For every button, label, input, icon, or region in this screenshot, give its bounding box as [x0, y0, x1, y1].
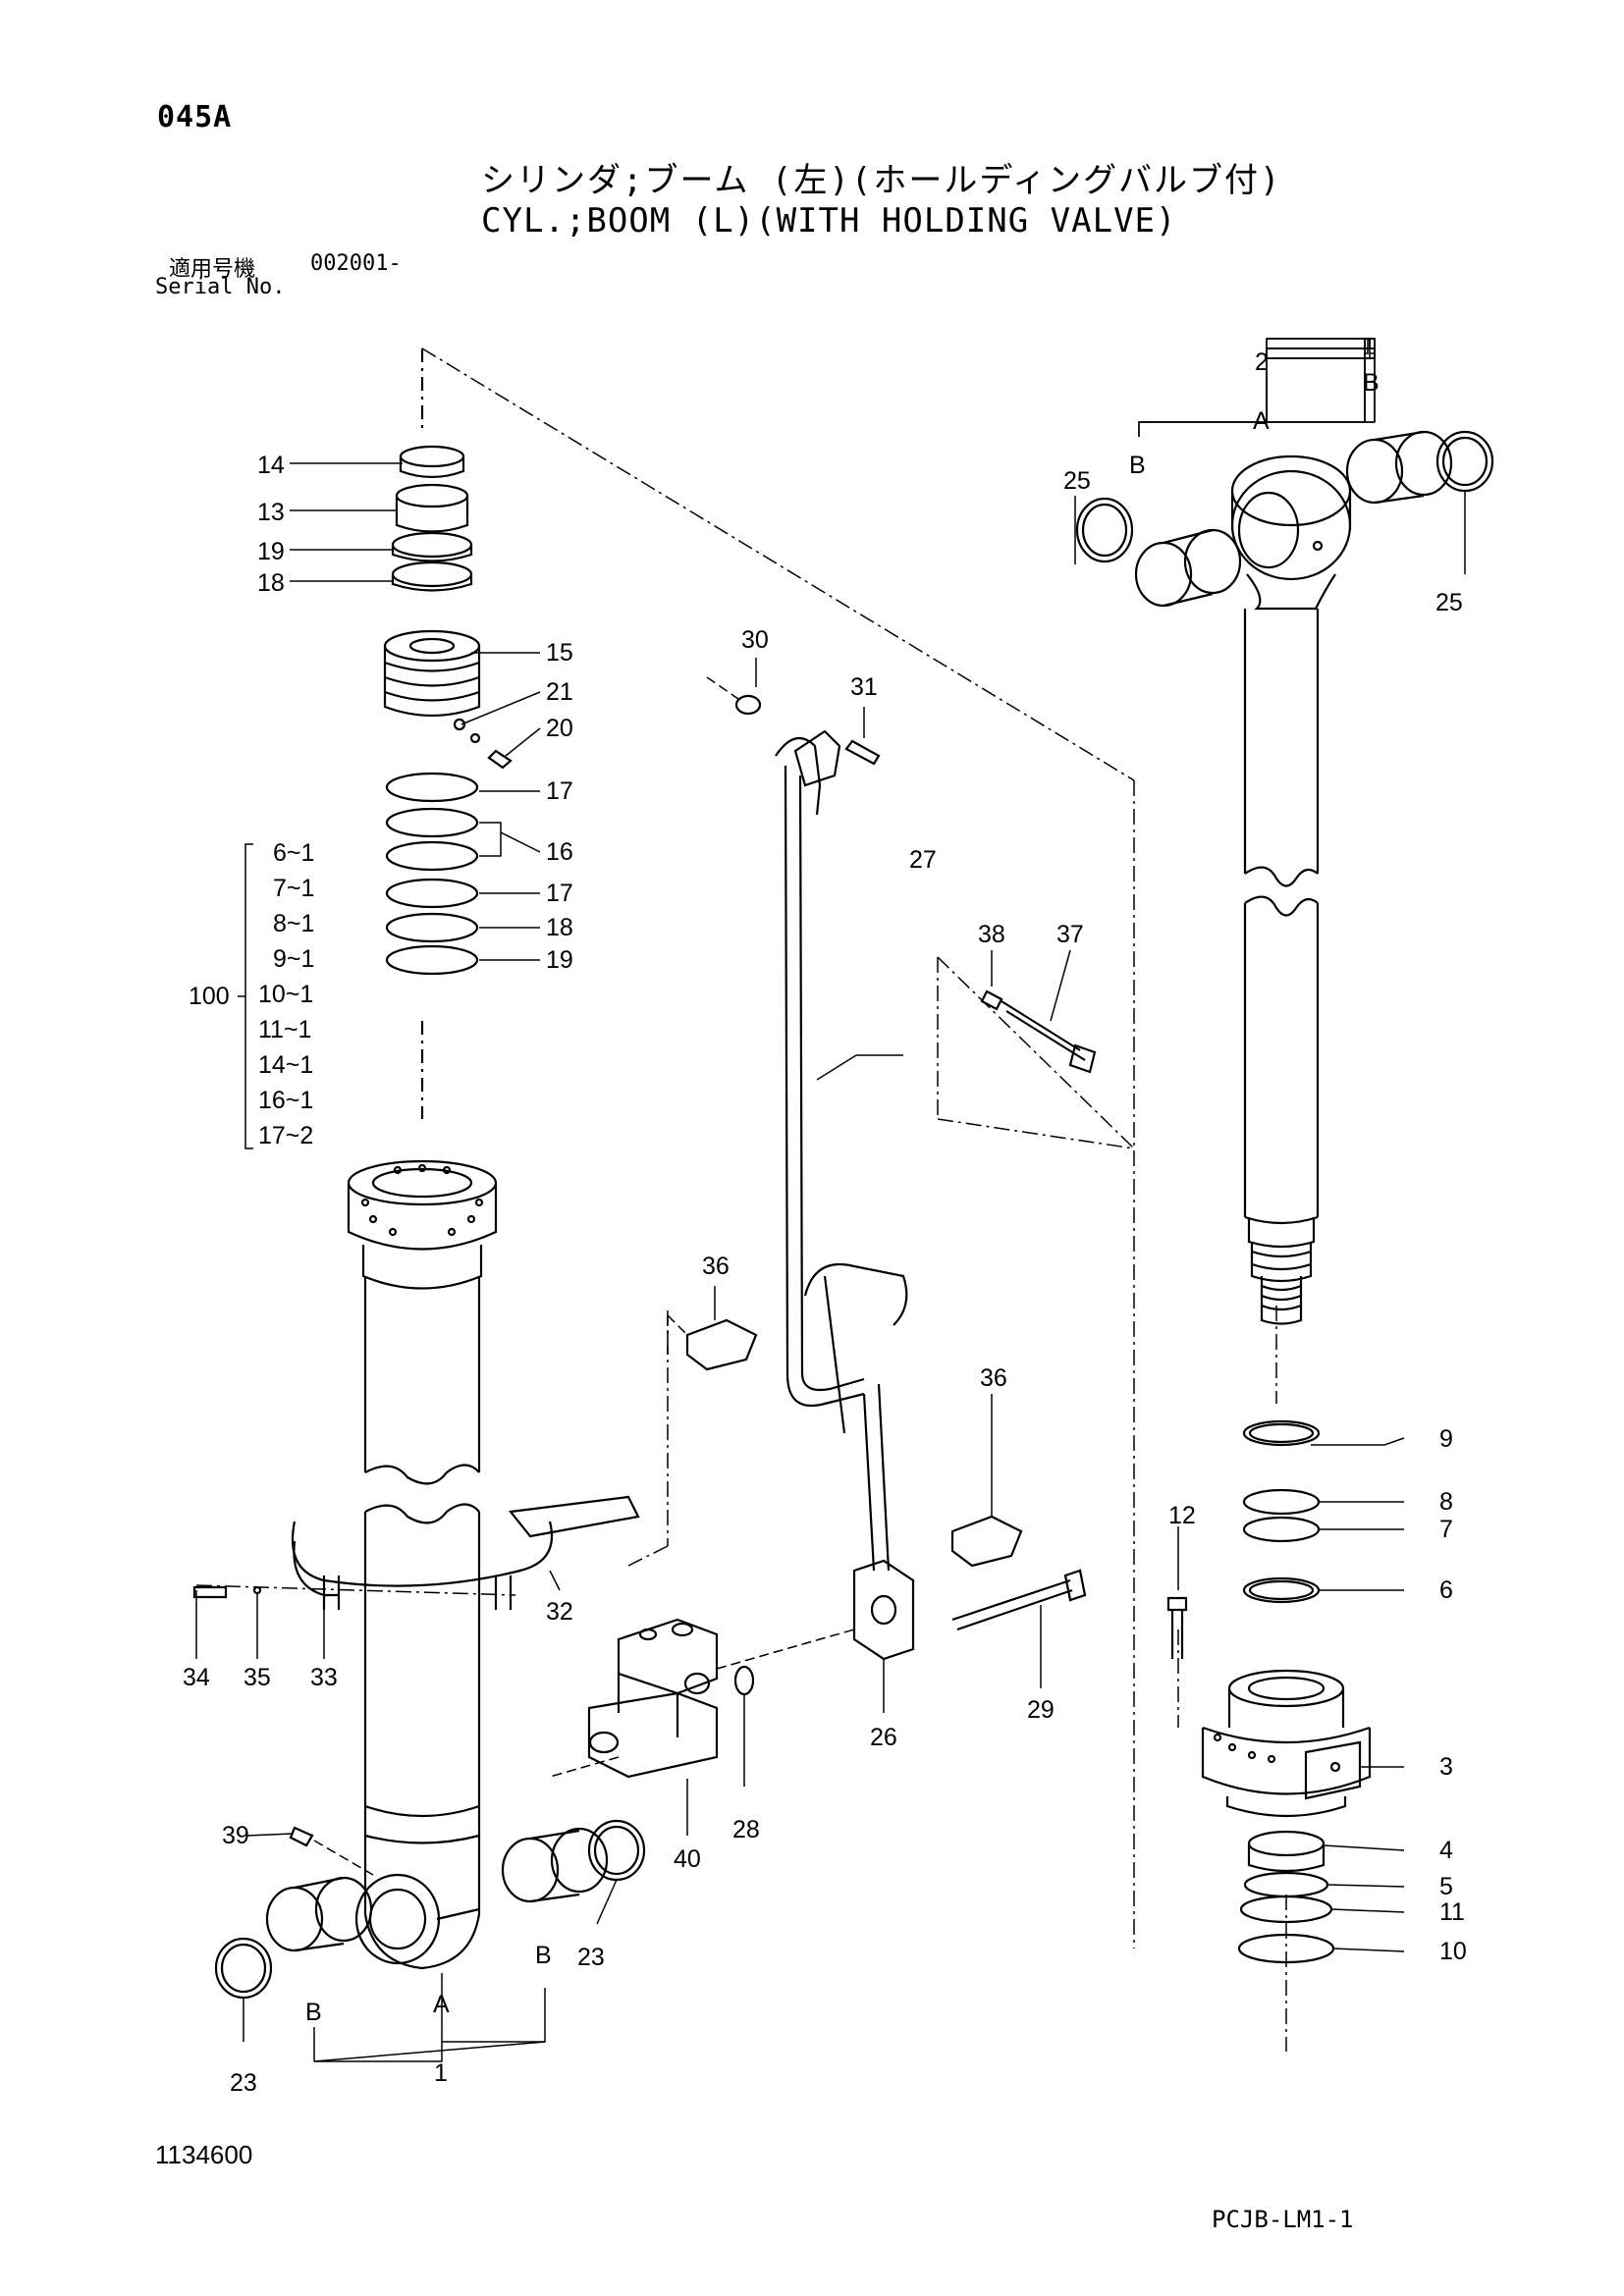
callout-2: 2 — [1255, 348, 1269, 376]
kit-100-item-5: 11~1 — [258, 1016, 311, 1043]
callout-32: 32 — [546, 1598, 573, 1626]
callout-17b: 17 — [546, 880, 573, 907]
callout-39: 39 — [222, 1822, 249, 1849]
callout-31: 31 — [850, 673, 878, 701]
serial-label-japanese: 適用号機 — [169, 257, 256, 282]
callout-34: 34 — [183, 1664, 210, 1691]
kit-100-item-7: 16~1 — [258, 1087, 313, 1114]
kit-100-item-4: 10~1 — [258, 981, 313, 1008]
kit-100-item-2: 8~1 — [273, 910, 314, 937]
title-japanese: シリンダ;ブーム (左)(ホールディングバルブ付) — [481, 161, 1282, 200]
callout-40: 40 — [674, 1845, 701, 1873]
callout-37: 37 — [1056, 921, 1084, 948]
piston-rod-drawing — [1075, 430, 1494, 1964]
callout-25b: 25 — [1435, 589, 1463, 616]
callout-26: 26 — [870, 1724, 897, 1751]
kit-100-item-6: 14~1 — [258, 1051, 313, 1079]
callout-15: 15 — [546, 639, 573, 667]
kit-100-item-0: 6~1 — [273, 839, 314, 867]
callout-35: 35 — [244, 1664, 271, 1691]
callout-21: 21 — [546, 678, 573, 706]
callout-28: 28 — [732, 1816, 760, 1843]
callout-30: 30 — [741, 626, 769, 654]
callout-13: 13 — [257, 499, 285, 526]
callout-23b: 23 — [230, 2069, 257, 2097]
serial-number: 002001- — [310, 251, 402, 276]
cylinder-tube-drawing — [195, 348, 640, 1970]
callout-9: 9 — [1439, 1425, 1453, 1453]
callout-20: 20 — [546, 715, 573, 742]
callout-18a: 18 — [257, 569, 285, 597]
callout-27: 27 — [909, 846, 937, 874]
callout-11: 11 — [1439, 1898, 1465, 1926]
callout-1: 1 — [434, 2059, 448, 2087]
callout-36a: 36 — [702, 1253, 730, 1280]
callout-b-right-2: B — [1363, 369, 1380, 397]
kit-100-label: 100 — [189, 983, 230, 1010]
callout-18b: 18 — [546, 914, 573, 941]
callout-38: 38 — [978, 921, 1005, 948]
callout-33: 33 — [310, 1664, 338, 1691]
serial-label-english: Serial No. — [155, 275, 286, 299]
rod-head-parts-drawing — [383, 445, 513, 976]
callout-29: 29 — [1027, 1696, 1055, 1724]
callout-14: 14 — [257, 452, 285, 479]
leader-lines — [195, 338, 1466, 2062]
callout-10: 10 — [1439, 1938, 1467, 1965]
kit-100-item-8: 17~2 — [258, 1122, 313, 1149]
callout-a-right: A — [1253, 407, 1270, 435]
callout-labels: 14 13 19 18 15 21 20 17 16 17 18 19 100 … — [183, 348, 1467, 2097]
callout-5: 5 — [1439, 1873, 1453, 1900]
pipe-assembly-drawing — [667, 676, 1097, 1661]
callout-23a: 23 — [577, 1944, 605, 1971]
callout-7: 7 — [1439, 1516, 1453, 1543]
callout-36b: 36 — [980, 1364, 1007, 1392]
callout-16: 16 — [546, 838, 573, 866]
holding-valve-drawing — [549, 1618, 855, 1779]
callout-25a: 25 — [1063, 467, 1091, 495]
phantom-lines — [421, 347, 1287, 2052]
page-code: 045A — [157, 100, 233, 134]
callout-3: 3 — [1439, 1753, 1453, 1781]
callout-b-right-1: B — [1129, 452, 1146, 479]
kit-100-item-1: 7~1 — [273, 875, 314, 902]
callout-12: 12 — [1168, 1502, 1196, 1529]
title-english: CYL.;BOOM (L)(WITH HOLDING VALVE) — [481, 201, 1177, 240]
callout-a-left: A — [433, 1991, 450, 2018]
callout-b-left-1: B — [535, 1942, 552, 1969]
callout-8: 8 — [1439, 1488, 1453, 1516]
callout-17a: 17 — [546, 777, 573, 805]
callout-19a: 19 — [257, 538, 285, 565]
drawing-number: 1134600 — [155, 2140, 253, 2169]
catalog-code: PCJB-LM1-1 — [1212, 2206, 1354, 2233]
callout-6: 6 — [1439, 1576, 1453, 1604]
callout-b-left-2: B — [305, 1999, 322, 2026]
part-drawings — [192, 347, 1494, 2052]
callout-4: 4 — [1439, 1837, 1453, 1864]
callout-19b: 19 — [546, 946, 573, 974]
kit-100-item-3: 9~1 — [273, 945, 314, 973]
